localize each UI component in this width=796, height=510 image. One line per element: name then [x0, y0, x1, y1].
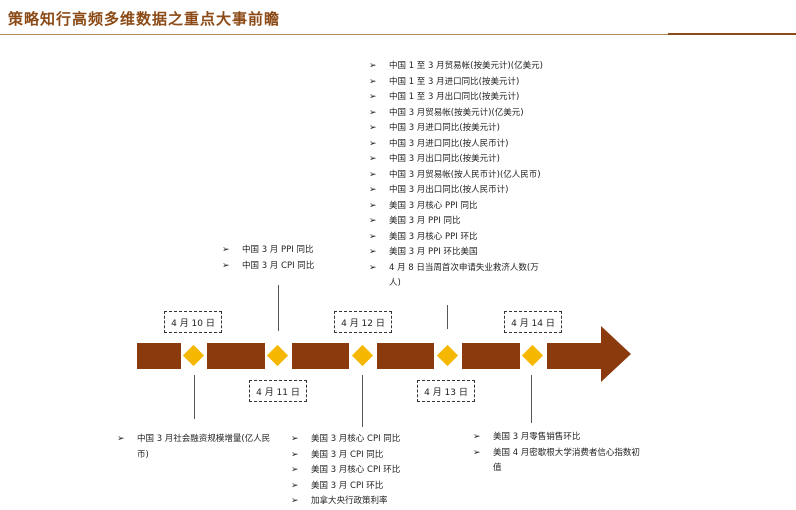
timeline-segment	[462, 343, 520, 369]
event-item: 中国 1 至 3 月贸易帐(按美元计)(亿美元)	[389, 61, 543, 71]
event-list-apr14: ➢美国 3 月零售销售环比 ➢美国 4 月密歇根大学消费者信心指数初值	[473, 430, 648, 477]
event-item: 美国 3 月 PPI 环比美国	[389, 247, 478, 257]
event-item: 美国 3 月核心 CPI 同比	[311, 434, 401, 444]
timeline-segment	[137, 343, 181, 369]
event-item: 加拿大央行政策利率	[311, 496, 388, 506]
date-box-apr14: 4 月 14 日	[504, 311, 562, 333]
event-item: 中国 3 月进口同比(按美元计)	[389, 123, 500, 133]
event-item: 中国 3 月社会融资规模增量(亿人民币)	[137, 434, 271, 460]
event-list-apr11: ➢中国 3 月 PPI 同比 ➢中国 3 月 CPI 同比	[222, 243, 342, 274]
event-item: 美国 3 月核心 CPI 环比	[311, 465, 401, 475]
date-box-apr13: 4 月 13 日	[417, 380, 475, 402]
event-item: 中国 3 月 CPI 同比	[242, 260, 315, 271]
timeline-marker-apr10	[182, 344, 205, 367]
header-accent-line	[668, 33, 796, 35]
event-item: 中国 1 至 3 月进口同比(按美元计)	[389, 76, 520, 87]
page-title: 策略知行高频多维数据之重点大事前瞻	[8, 10, 281, 28]
event-item: 4 月 8 日当周首次申请失业救济人数(万人)	[389, 262, 539, 289]
event-item: 中国 3 月贸易帐(按人民币计)(亿人民币)	[389, 169, 541, 180]
event-item: 美国 4 月密歇根大学消费者信心指数初值	[493, 447, 640, 474]
event-list-apr13: ➢中国 1 至 3 月贸易帐(按美元计)(亿美元) ➢中国 1 至 3 月进口同…	[369, 59, 569, 292]
event-item: 美国 3 月核心 PPI 同比	[389, 200, 478, 211]
timeline-segment	[292, 343, 349, 369]
timeline-segment	[547, 343, 603, 369]
connector-apr12	[362, 375, 363, 427]
event-item: 中国 3 月出口同比(按美元计)	[389, 154, 500, 164]
timeline-segment	[207, 343, 265, 369]
timeline-marker-apr13	[436, 344, 459, 367]
connector-apr14	[531, 375, 532, 423]
date-box-apr10: 4 月 10 日	[164, 311, 222, 333]
timeline-marker-apr12	[351, 344, 374, 367]
timeline-segment	[377, 343, 434, 369]
event-item: 美国 3 月 CPI 环比	[311, 480, 384, 491]
event-item: 中国 3 月 PPI 同比	[242, 245, 314, 255]
timeline-arrowhead	[601, 326, 631, 382]
header-divider	[0, 34, 796, 35]
connector-apr13	[447, 305, 448, 329]
connector-apr10	[194, 375, 195, 419]
event-item: 美国 3 月 CPI 同比	[311, 449, 384, 460]
date-box-apr11: 4 月 11 日	[249, 380, 307, 402]
event-list-apr12: ➢美国 3 月核心 CPI 同比 ➢美国 3 月 CPI 同比 ➢美国 3 月核…	[291, 432, 431, 510]
timeline-marker-apr14	[521, 344, 544, 367]
event-item: 美国 3 月核心 PPI 环比	[389, 231, 478, 242]
event-item: 中国 1 至 3 月出口同比(按美元计)	[389, 92, 520, 102]
event-item: 中国 3 月贸易帐(按美元计)(亿美元)	[389, 107, 524, 118]
timeline-marker-apr11	[266, 344, 289, 367]
event-list-apr10: ➢中国 3 月社会融资规模增量(亿人民币)	[117, 432, 277, 463]
event-item: 美国 3 月零售销售环比	[493, 432, 581, 442]
event-item: 中国 3 月出口同比(按人民币计)	[389, 185, 509, 195]
connector-apr11	[278, 285, 279, 331]
date-box-apr12: 4 月 12 日	[334, 311, 392, 333]
event-item: 中国 3 月进口同比(按人民币计)	[389, 138, 509, 149]
event-item: 美国 3 月 PPI 同比	[389, 216, 461, 226]
